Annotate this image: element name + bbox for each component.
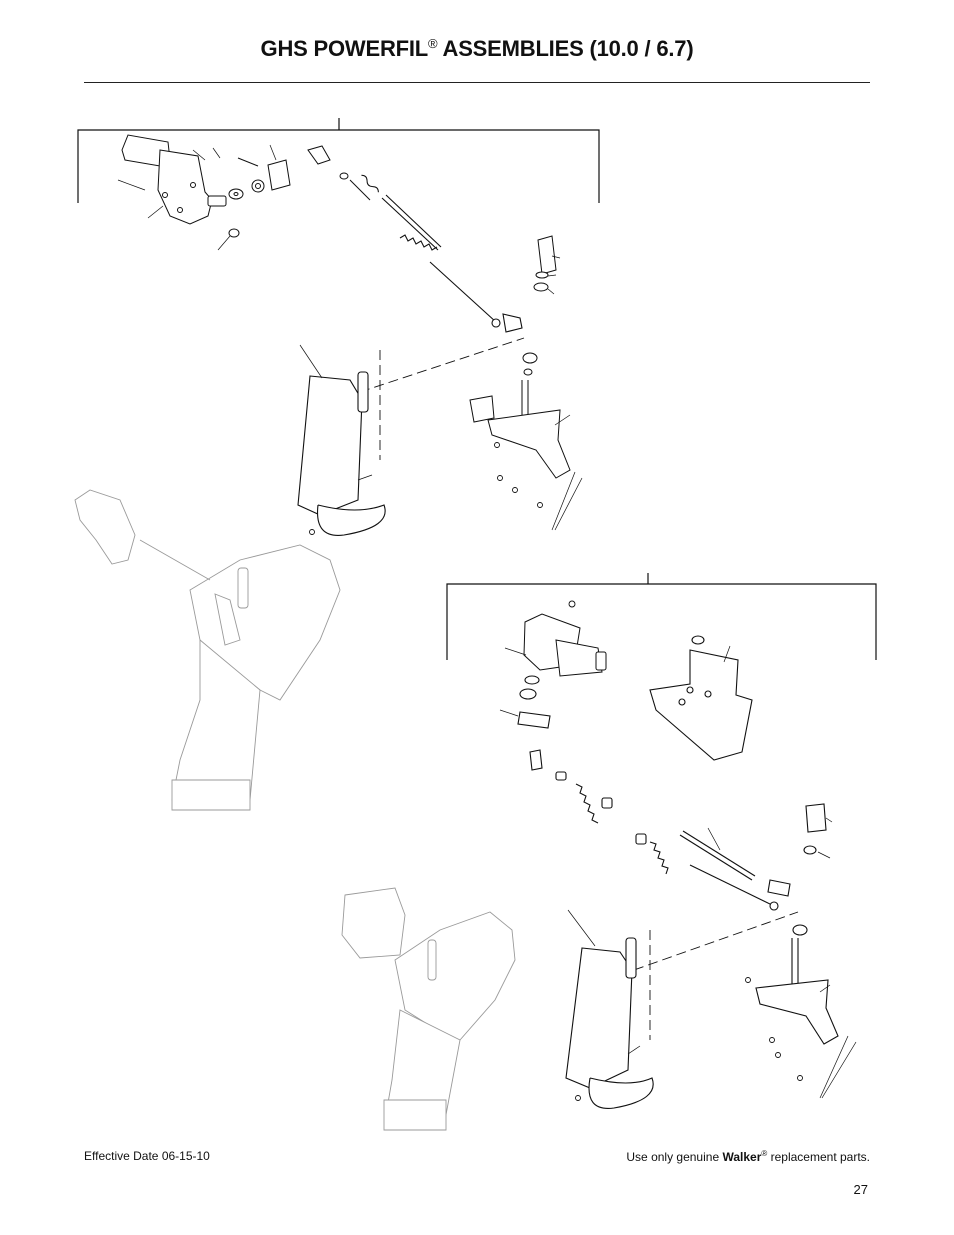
deflector-upper bbox=[297, 371, 386, 536]
motor-upper-hardware bbox=[228, 145, 379, 238]
linkage-lower bbox=[517, 675, 839, 1045]
dashed-guides-upper bbox=[359, 337, 525, 460]
page-number: 27 bbox=[853, 1182, 868, 1197]
faded-assembly-lower bbox=[341, 887, 516, 1131]
faded-assembly-upper bbox=[74, 489, 341, 811]
genuine-parts-notice: Use only genuine Walker® replacement par… bbox=[626, 1149, 870, 1164]
leader-lines-upper bbox=[117, 144, 583, 531]
assembly-bracket-lower bbox=[446, 573, 877, 660]
motor-lower bbox=[523, 613, 607, 677]
fasteners bbox=[309, 442, 803, 1101]
dashed-guides-lower bbox=[633, 911, 799, 1040]
page-title: GHS POWERFIL® ASSEMBLIES (10.0 / 6.7) bbox=[260, 36, 694, 61]
pivot-parts-upper bbox=[469, 235, 571, 479]
mount-plate-lower bbox=[649, 635, 753, 761]
linkage-upper bbox=[381, 194, 523, 333]
effective-date: Effective Date 06-15-10 bbox=[84, 1149, 210, 1163]
deflector-lower bbox=[565, 937, 654, 1109]
leader-lines-lower bbox=[499, 645, 857, 1099]
motor-upper bbox=[121, 134, 227, 225]
title-rule bbox=[84, 82, 870, 83]
assembly-bracket-upper bbox=[77, 118, 600, 203]
